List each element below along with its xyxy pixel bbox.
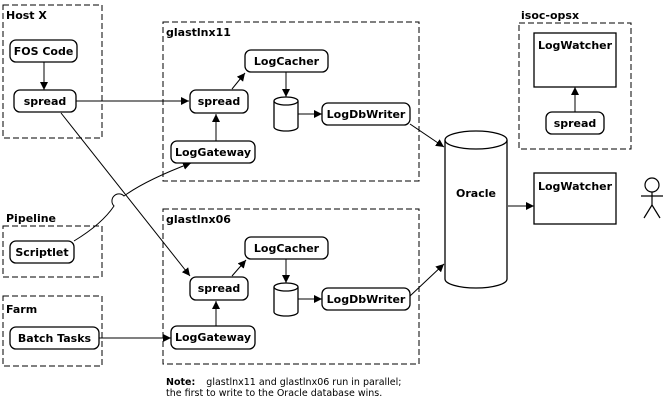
group-isoc-opsx: isoc-opsx — [518, 9, 632, 150]
diagram-note: Note: glastlnx11 and glastlnx06 run in p… — [166, 377, 402, 399]
logcacher-11-label: LogCacher — [254, 55, 320, 68]
loggateway-11-label: LogGateway — [175, 146, 251, 159]
node-loggateway-06: LogGateway — [170, 325, 256, 350]
logwatcher-main-label: LogWatcher — [538, 180, 613, 193]
group-label-host-x: Host X — [6, 9, 47, 22]
node-logdbwriter-06: LogDbWriter — [321, 287, 411, 311]
group-pipeline: Pipeline — [2, 212, 103, 278]
node-logcacher-11: LogCacher — [244, 49, 329, 73]
oracle-label: Oracle — [456, 187, 496, 200]
note-line-2: the first to write to the Oracle databas… — [166, 388, 382, 399]
group-label-glastlnx06: glastlnx06 — [166, 213, 231, 226]
scriptlet-label: Scriptlet — [15, 246, 68, 259]
arrow-logdbwriter-06-to-oracle — [409, 263, 445, 297]
logwatcher-isoc-label: LogWatcher — [538, 39, 613, 52]
group-label-glastlnx11: glastlnx11 — [166, 26, 231, 39]
node-spread-host: spread — [13, 89, 77, 113]
arrow-spread-11-to-logcacher-11 — [231, 72, 246, 90]
node-batch-tasks: Batch Tasks — [9, 326, 100, 350]
arrow-scriptlet-to-loggateway-11 — [73, 162, 192, 242]
node-logwatcher-isoc: LogWatcher — [533, 32, 617, 88]
node-fos-code: FOS Code — [9, 39, 78, 63]
batch-tasks-label: Batch Tasks — [18, 332, 92, 345]
group-host-x: Host X — [2, 4, 103, 139]
note-line-1: glastlnx11 and glastlnx06 run in paralle… — [206, 377, 401, 388]
node-spread-isoc: spread — [545, 111, 605, 135]
group-farm: Farm — [2, 295, 103, 367]
node-cache-06 — [273, 282, 299, 317]
node-spread-11: spread — [189, 89, 249, 114]
node-logwatcher-main: LogWatcher — [533, 172, 617, 225]
spread-06-label: spread — [198, 282, 241, 295]
arrow-spread-06-to-logcacher-06 — [231, 259, 247, 277]
connectors — [40, 62, 579, 342]
node-logdbwriter-11: LogDbWriter — [321, 102, 411, 126]
group-label-isoc-opsx: isoc-opsx — [521, 9, 579, 22]
spread-11-label: spread — [198, 95, 241, 108]
logcacher-06-label: LogCacher — [254, 242, 320, 255]
spread-isoc-label: spread — [554, 117, 597, 130]
node-cache-11 — [273, 96, 299, 132]
node-oracle: Oracle — [444, 130, 508, 289]
group-label-pipeline: Pipeline — [6, 212, 56, 225]
logdbwriter-11-label: LogDbWriter — [327, 108, 406, 121]
loggateway-06-label: LogGateway — [175, 331, 251, 344]
logdbwriter-06-label: LogDbWriter — [327, 293, 406, 306]
arrow-logdbwriter-11-to-oracle — [409, 123, 445, 148]
node-loggateway-11: LogGateway — [170, 140, 256, 164]
spread-host-label: spread — [24, 95, 67, 108]
node-scriptlet: Scriptlet — [9, 240, 75, 264]
group-label-farm: Farm — [6, 303, 37, 316]
node-spread-06: spread — [189, 276, 249, 301]
note-label: Note: — [166, 377, 195, 388]
group-glastlnx06: glastlnx06 — [162, 208, 420, 365]
user-icon — [641, 177, 663, 219]
svg-text:Note: glastlnx11 and gla: Note: glastlnx11 and glastlnx06 run in p… — [166, 377, 402, 388]
node-logcacher-06: LogCacher — [244, 236, 329, 260]
fos-code-label: FOS Code — [14, 45, 74, 58]
